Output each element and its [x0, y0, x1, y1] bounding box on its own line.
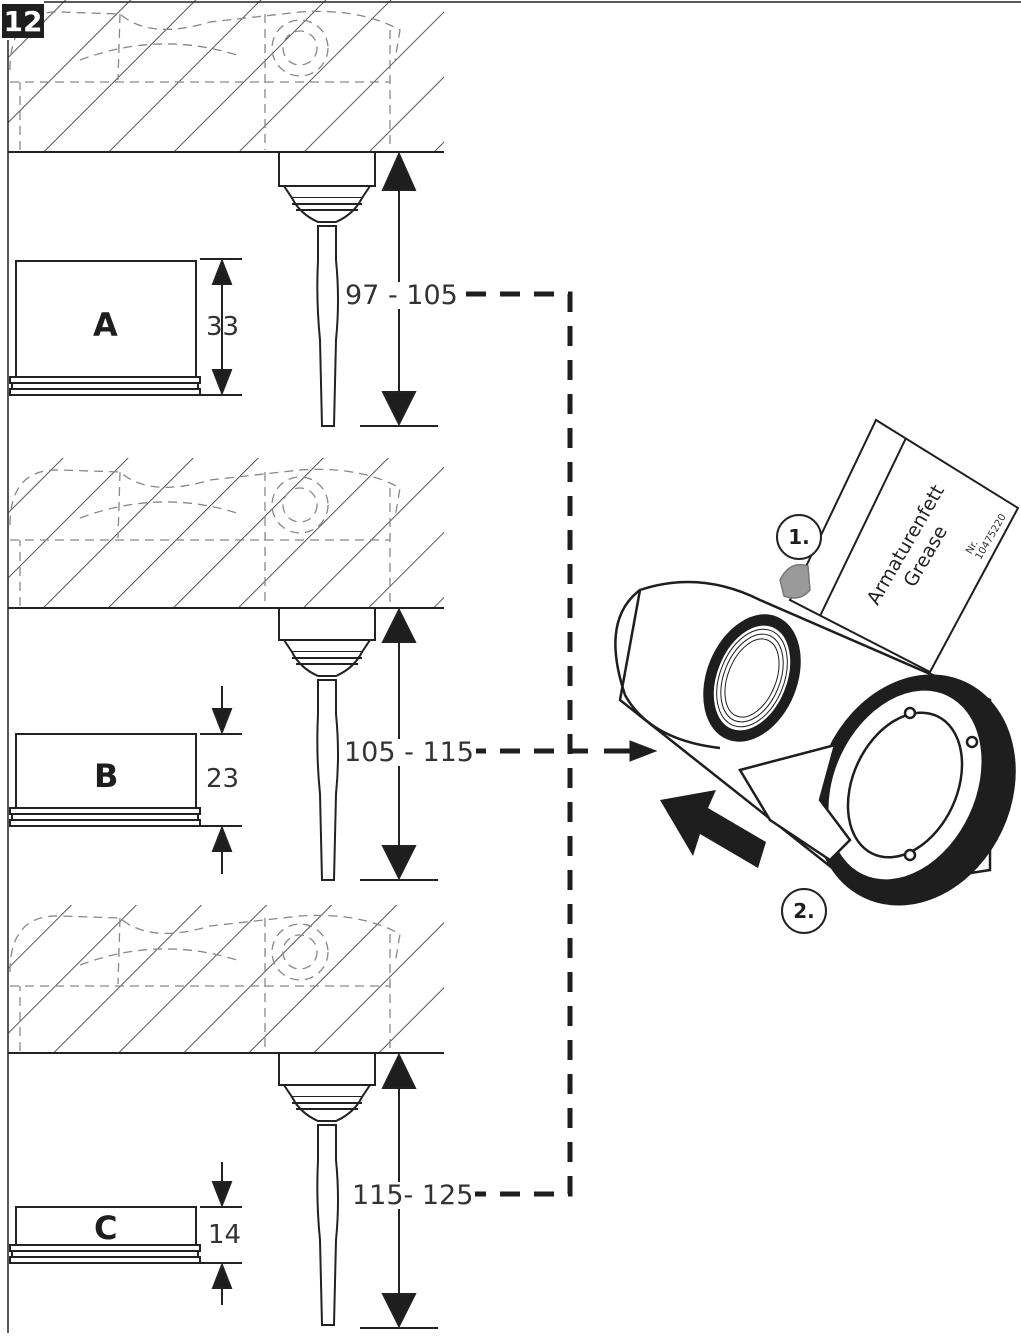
dimension-arrow-icon — [200, 258, 242, 1305]
fitting-assembly — [614, 580, 1016, 906]
height-label-b: 23 — [206, 764, 240, 794]
variant-letter-a: A — [93, 306, 118, 344]
height-label-a: 33 — [206, 312, 240, 342]
step-two-marker: 2. — [781, 888, 827, 934]
step-one-marker: 1. — [776, 514, 822, 560]
insert-arrow-icon — [604, 740, 658, 762]
push-arrow-icon — [660, 790, 766, 868]
wall-section-c — [8, 905, 444, 1053]
height-label-c: 14 — [208, 1220, 242, 1250]
valve-body-a — [278, 151, 376, 427]
wall-section-b — [8, 458, 444, 608]
extension-box-b — [9, 733, 201, 827]
extension-box-c — [9, 1206, 201, 1264]
step-number-badge: 12 — [2, 4, 44, 38]
valve-body-b — [278, 607, 376, 881]
valve-body-c — [278, 1052, 376, 1326]
range-label-a: 97 - 105 — [343, 280, 460, 311]
variant-letter-c: C — [94, 1209, 118, 1247]
extension-box-a — [9, 260, 201, 396]
range-label-b: 105 - 115 — [342, 737, 476, 768]
range-label-c: 115- 125 — [350, 1180, 476, 1211]
wall-section-a — [8, 0, 444, 152]
dashed-connector-icon — [466, 291, 596, 1197]
variant-letter-b: B — [94, 757, 119, 795]
